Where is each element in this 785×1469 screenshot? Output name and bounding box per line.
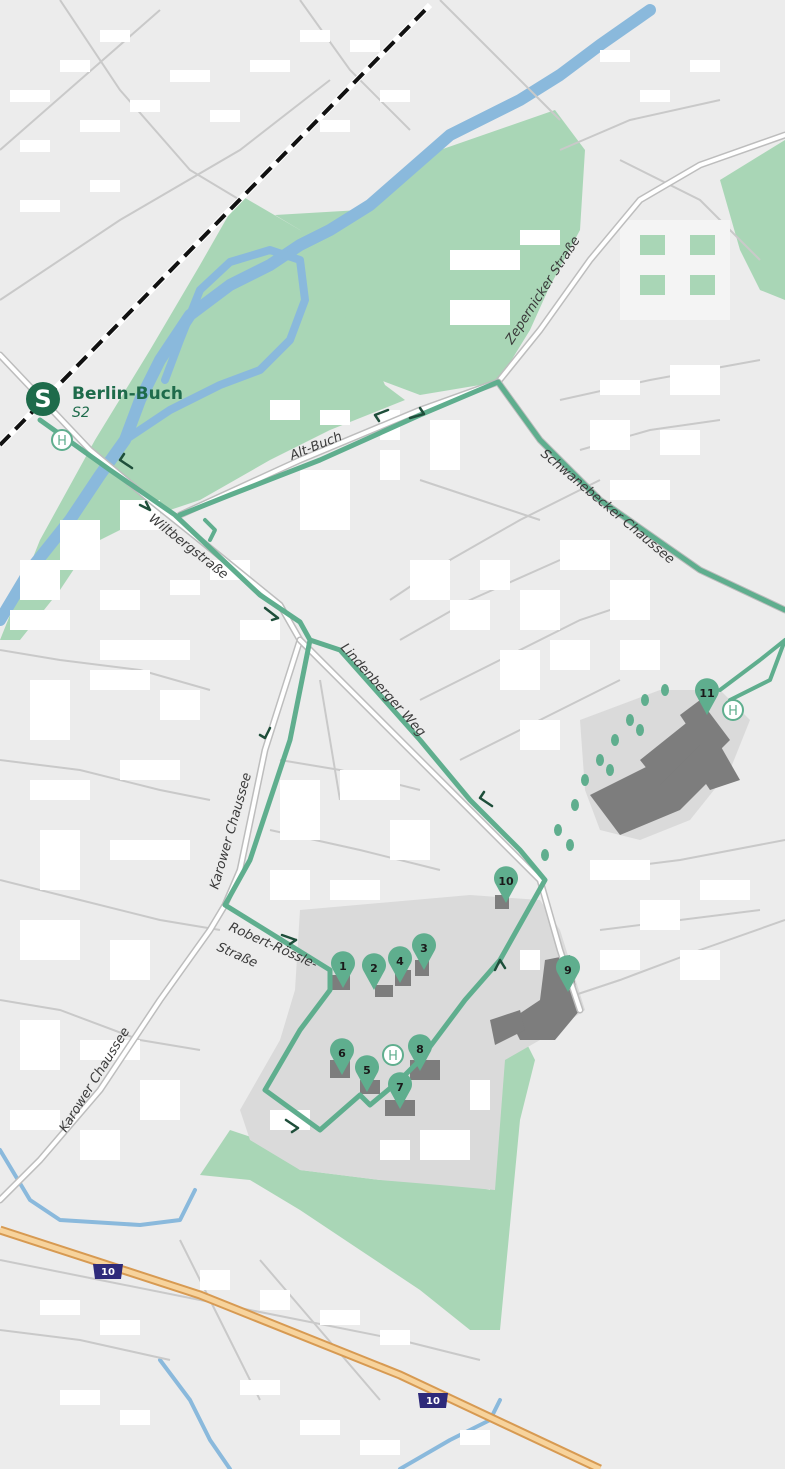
bus-stop-letter: H [388,1049,398,1064]
pin-marker-icon [494,866,518,903]
sbahn-logo-icon [26,382,60,416]
sbahn-station[interactable]: S Berlin-Buch S2 [26,382,183,421]
location-pin[interactable]: 11 [695,678,719,715]
bus-stop-icon[interactable]: H [51,429,73,451]
route-arrows [118,406,507,1134]
pin-marker-icon [388,1072,412,1109]
station-line: S2 [72,405,90,421]
motorway-shield-label: 10 [426,1396,440,1407]
pin-marker-icon [331,951,355,988]
location-pins: 1 2 3 4 5 6 7 8 [330,678,719,1109]
pin-number: 6 [338,1047,346,1060]
walking-route [37,379,785,1133]
motorway-shield-label: 10 [101,1267,115,1278]
location-pin[interactable]: 5 [355,1055,379,1092]
location-pin[interactable]: 3 [412,933,436,970]
motorway-a10 [0,1225,602,1469]
pin-number: 10 [498,875,514,888]
sbahn-logo-letter: S [34,385,51,413]
bus-stop-letter: H [728,704,738,719]
water-bodies [0,4,656,1469]
motorway-shield: 10 [418,1393,448,1408]
pin-marker-icon [388,946,412,983]
pin-marker-icon [408,1034,432,1071]
pin-marker-icon [556,955,580,992]
location-pin[interactable]: 2 [362,953,386,990]
pin-number: 1 [339,960,347,973]
pin-number: 5 [363,1064,371,1077]
railway [0,2,433,448]
station-name: Berlin-Buch [72,384,183,404]
bus-stop-letter: H [57,434,67,449]
pin-marker-icon [355,1055,379,1092]
location-pin[interactable]: 9 [556,955,580,992]
pin-number: 2 [370,962,378,975]
location-pin[interactable]: 8 [408,1034,432,1071]
pin-marker-icon [330,1038,354,1075]
pin-number: 9 [564,964,572,977]
minor-roads [0,0,785,1401]
buildings-dark [330,700,740,1116]
location-pin[interactable]: 1 [331,951,355,988]
pin-marker-icon [362,953,386,990]
pin-marker-icon [695,678,719,715]
pin-marker-icon [412,933,436,970]
pin-number: 3 [420,942,428,955]
pin-number: 7 [396,1081,404,1094]
bus-stop-icon[interactable]: H [382,1044,404,1066]
location-pin[interactable]: 4 [388,946,412,983]
buildings-light [10,30,750,1455]
location-pin[interactable]: 7 [388,1072,412,1109]
bus-stop-icon[interactable]: H [722,699,744,721]
location-pin[interactable]: 10 [494,866,518,903]
location-pin[interactable]: 6 [330,1038,354,1075]
pin-number: 4 [396,955,404,968]
pin-number: 8 [416,1043,424,1056]
pin-number: 11 [699,687,714,700]
motorway-shield: 10 [93,1264,123,1279]
footpath-dots [541,684,669,861]
